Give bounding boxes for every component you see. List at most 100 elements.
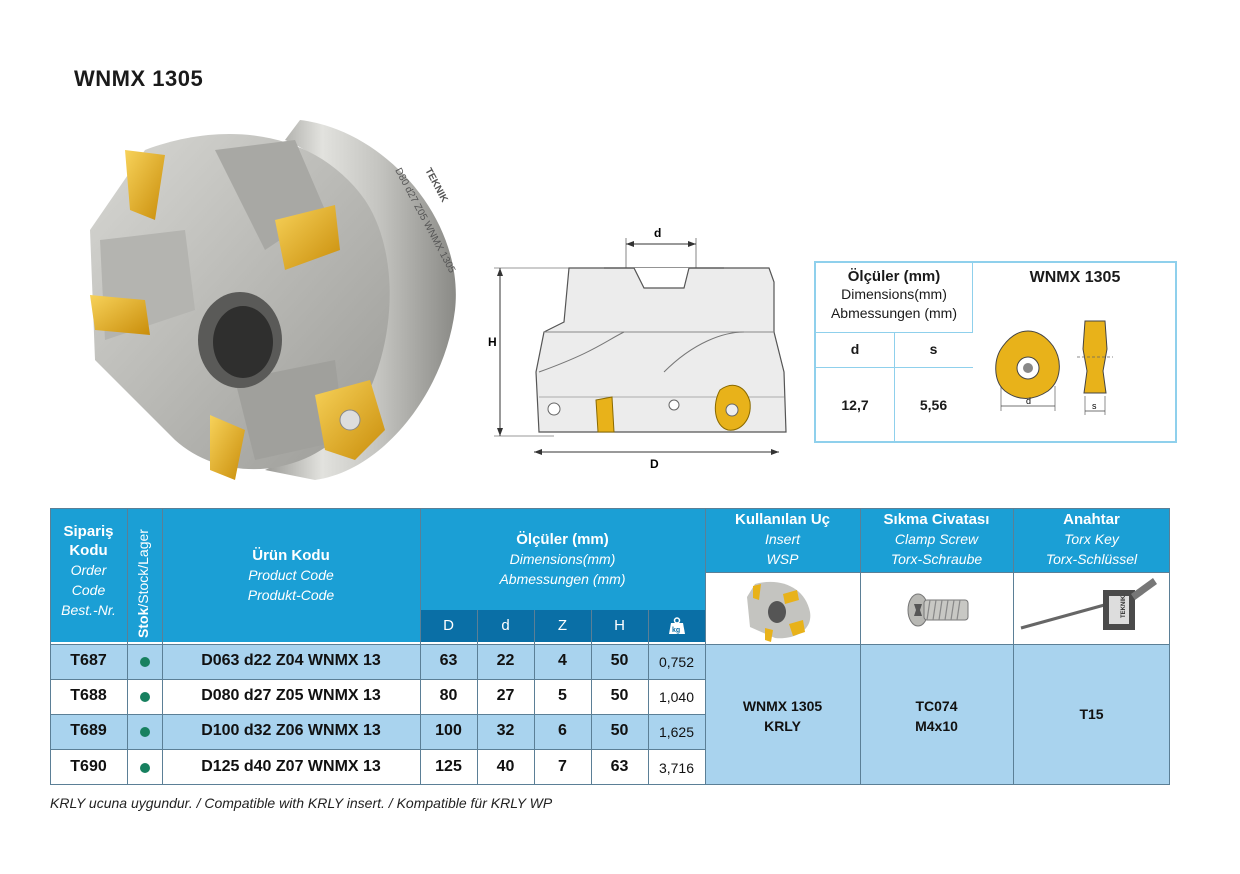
footnote: KRLY ucuna uygundur. / Compatible with K… — [50, 795, 553, 811]
insert-value-line2: KRLY — [764, 718, 801, 734]
table-row — [50, 749, 705, 785]
header-product-en: Product Code — [248, 567, 334, 583]
header-insert-tr: Kullanılan Uç — [734, 511, 831, 528]
screw-image-cell — [860, 572, 1013, 644]
order-code: T689 — [70, 722, 107, 739]
header-insert: Kullanılan Uç Insert WSP — [705, 508, 860, 572]
header-screw: Sıkma Civatası Clamp Screw Torx-Schraube — [860, 508, 1013, 572]
header-stock: Stok/Stock/Lager — [127, 508, 162, 642]
dim-box-header-en: Dimensions(mm) — [841, 286, 947, 302]
header-insert-en: Insert — [764, 531, 800, 547]
cell-H: 50 — [610, 687, 629, 704]
col-H: H — [591, 610, 648, 642]
cell-H: 50 — [610, 652, 629, 669]
header-screw-en: Clamp Screw — [894, 531, 979, 547]
product-code: D125 d40 Z07 WNMX 13 — [201, 758, 381, 775]
product-code: D063 d22 Z04 WNMX 13 — [201, 652, 381, 669]
weight-icon-label: kg — [672, 627, 680, 634]
header-stock-rest: /Stock/Lager — [135, 529, 151, 608]
header-order-en1: Order — [70, 562, 107, 578]
cell-weight: 3,716 — [658, 760, 695, 776]
product-code: D100 d32 Z06 WNMX 13 — [201, 722, 381, 739]
product-table: Sipariş Kodu Order Code Best.-Nr. Stok/S… — [50, 508, 1170, 785]
header-dims-de: Abmessungen (mm) — [499, 571, 626, 587]
dim-box-header-tr: Ölçüler (mm) — [847, 268, 941, 285]
header-screw-de: Torx-Schraube — [890, 551, 983, 567]
product-code: D080 d27 Z05 WNMX 13 — [201, 687, 381, 704]
col-Z: Z — [534, 610, 591, 642]
header-key-de: Torx-Schlüssel — [1045, 551, 1138, 567]
insert-value-line1: WNMX 1305 — [742, 698, 823, 714]
header-dimensions: Ölçüler (mm) Dimensions(mm) Abmessungen … — [420, 508, 705, 610]
cell-weight: 1,040 — [658, 689, 695, 705]
col-weight: kg — [648, 610, 705, 642]
table-row — [50, 714, 705, 749]
cell-Z: 5 — [558, 687, 567, 704]
dim-val-s: 5,56 — [919, 397, 948, 413]
dim-col-d: d — [850, 341, 860, 357]
cell-D: 63 — [439, 652, 458, 669]
weight-icon: kg — [668, 617, 685, 634]
technical-drawing: d H D — [488, 226, 787, 471]
header-product-de: Produkt-Code — [247, 587, 335, 603]
key-image-cell: TEKNIK — [1013, 572, 1170, 644]
cell-Z: 7 — [558, 758, 567, 775]
torx-screw-icon — [907, 593, 969, 627]
header-key: Anahtar Torx Key Torx-Schlüssel — [1013, 508, 1170, 572]
cell-H: 63 — [610, 758, 629, 775]
drawing-label-H: H — [488, 335, 497, 349]
cell-D: 80 — [439, 687, 458, 704]
header-product-code: Ürün Kodu Product Code Produkt-Code — [162, 508, 420, 642]
stock-dot — [140, 727, 150, 737]
cell-d: 32 — [496, 722, 515, 739]
cell-d: 27 — [496, 687, 515, 704]
header-key-tr: Anahtar — [1063, 511, 1120, 528]
header-dims-tr: Ölçüler (mm) — [516, 531, 609, 548]
insert-image-cell — [705, 572, 860, 644]
header-order-tr2: Kodu — [69, 542, 108, 559]
header-product-tr: Ürün Kodu — [252, 547, 330, 564]
insert-title: WNMX 1305 — [1029, 269, 1121, 286]
insert-drawing: d s — [995, 320, 1113, 415]
insert-label-s: s — [1092, 401, 1097, 411]
drawing-label-d: d — [654, 226, 661, 240]
screw-value-line1: TC074 — [915, 698, 958, 714]
col-d: d — [477, 610, 534, 642]
col-D: D — [420, 610, 477, 642]
dimensions-box: Ölçüler (mm) Dimensions(mm) Abmessungen … — [814, 261, 1177, 443]
insert-label-d: d — [1026, 396, 1031, 406]
cell-H: 50 — [610, 722, 629, 739]
order-code: T690 — [70, 758, 107, 775]
header-order-tr1: Sipariş — [63, 523, 114, 540]
cell-weight: 1,625 — [658, 724, 695, 740]
torx-key-icon: TEKNIK — [1020, 578, 1157, 630]
cell-d: 40 — [496, 758, 515, 775]
stock-dot — [140, 692, 150, 702]
drawing-label-D: D — [650, 457, 659, 471]
page-title: WNMX 1305 — [74, 66, 204, 91]
dim-col-s: s — [929, 341, 938, 357]
stock-dot — [140, 657, 150, 667]
dim-box-header-de: Abmessungen (mm) — [830, 305, 958, 321]
header-order-code: Sipariş Kodu Order Code Best.-Nr. — [50, 508, 127, 642]
cell-d: 22 — [496, 652, 515, 669]
cell-Z: 4 — [558, 652, 567, 669]
table-row — [50, 679, 705, 714]
header-order-de: Best.-Nr. — [61, 602, 116, 618]
dim-box-header: Ölçüler (mm) Dimensions(mm) Abmessungen … — [816, 263, 973, 333]
header-order-en2: Code — [71, 582, 106, 598]
engraving-brand: TEKNIK — [422, 166, 450, 205]
screw-value: TC074 M4x10 — [860, 644, 1013, 785]
dim-val-d: 12,7 — [841, 397, 869, 413]
screw-value-line2: M4x10 — [915, 718, 958, 734]
order-code: T688 — [70, 687, 107, 704]
cell-D: 100 — [435, 722, 462, 739]
cell-weight: 0,752 — [658, 654, 695, 670]
cutter-thumbnail — [747, 581, 811, 642]
cell-D: 125 — [435, 758, 462, 775]
insert-value: WNMX 1305 KRLY — [705, 644, 860, 785]
order-code: T687 — [70, 652, 107, 669]
key-value: T15 — [1013, 644, 1170, 785]
header-stock-bold: Stok — [135, 607, 151, 638]
header-screw-tr: Sıkma Civatası — [883, 511, 990, 528]
